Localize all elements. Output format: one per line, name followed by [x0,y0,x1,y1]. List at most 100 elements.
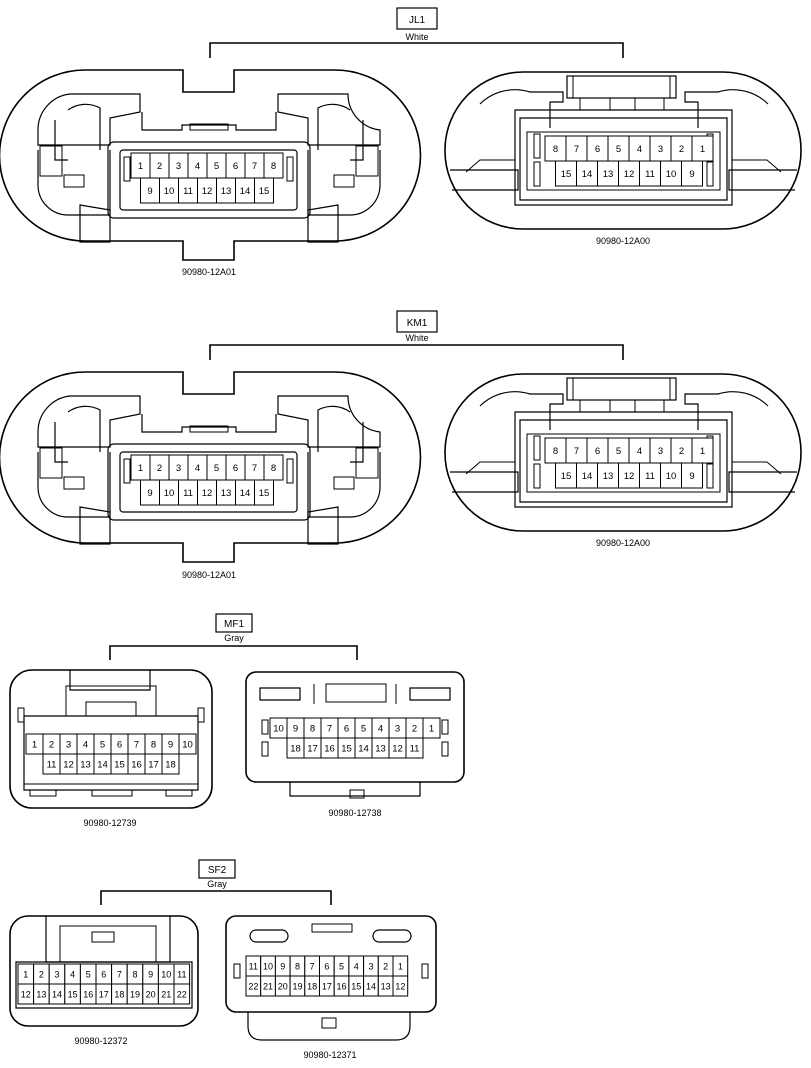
part-number: 90980-12A01 [182,570,236,580]
pin-number: 22 [248,982,258,992]
pin-number: 1 [429,724,434,735]
pin-number: 9 [689,471,694,482]
pin-number: 10 [164,186,175,197]
pin-number: 3 [54,970,59,980]
pin-number: 6 [117,740,122,751]
pin-number: 13 [603,471,614,482]
pin-number: 11 [645,169,655,180]
pin-number: 15 [351,982,361,992]
pin-cell [681,462,703,489]
pin-number: 4 [378,724,383,735]
pin-number: 1 [32,740,37,751]
pin-number: 15 [68,990,78,1000]
pin-number: 16 [324,744,335,755]
connector-code-box [198,859,236,879]
pin-number: 11 [410,744,420,755]
connector-color: White [405,333,428,343]
pin-number: 11 [177,970,186,980]
group-bracket [209,344,624,360]
pin-number: 16 [83,990,93,1000]
connector-housing [9,915,199,1027]
pin-number: 11 [47,760,57,771]
pin-number: 13 [221,488,232,499]
pin-number: 19 [130,990,140,1000]
pin-number: 20 [278,982,288,992]
pin-number: 3 [176,463,181,474]
pin-number: 7 [252,463,257,474]
pin-number: 3 [395,724,400,735]
pin-number: 18 [307,982,317,992]
pin-number: 5 [100,740,105,751]
pin-number: 21 [263,982,273,992]
pin-number: 12 [63,760,74,771]
pin-number: 7 [252,161,257,172]
pin-number: 12 [395,982,405,992]
pin-number: 9 [147,488,152,499]
pin-number: 10 [666,169,677,180]
pin-number: 21 [161,990,171,1000]
pin-number: 4 [195,463,200,474]
pin-number: 15 [114,760,125,771]
pin-number: 10 [164,488,175,499]
pin-number: 10 [161,970,171,980]
pin-number: 10 [273,724,284,735]
pin-number: 14 [582,471,593,482]
pin-cell [178,733,197,755]
pin-number: 14 [366,982,376,992]
pin-number: 6 [344,724,349,735]
pin-number: 16 [131,760,142,771]
pin-number: 14 [52,990,62,1000]
pin-number: 13 [80,760,91,771]
pin-number: 2 [49,740,54,751]
pin-number: 12 [202,186,213,197]
pin-number: 8 [295,962,300,972]
connector-housing [225,915,437,1041]
pin-number: 10 [263,962,273,972]
connector-code-box [396,310,438,333]
pin-number: 1 [138,463,143,474]
pin-number: 14 [240,488,251,499]
pin-number: 15 [561,169,572,180]
pin-number: 2 [39,970,44,980]
pin-number: 6 [324,962,329,972]
pin-number: 5 [86,970,91,980]
connector-code: SF2 [208,865,227,876]
pin-cell [161,753,180,775]
pin-number: 6 [101,970,106,980]
connector-code-box [215,613,253,633]
group-bracket [100,890,332,905]
pin-number: 3 [658,144,663,155]
pin-number: 15 [341,744,352,755]
group-bracket [109,645,358,660]
pin-number: 11 [249,962,258,972]
pin-number: 13 [221,186,232,197]
pin-number: 7 [117,970,122,980]
pin-number: 10 [666,471,677,482]
part-number: 90980-12738 [328,808,381,818]
pin-number: 7 [134,740,139,751]
connector-housing [0,371,422,563]
pin-number: 8 [553,144,558,155]
connector-color: White [405,32,428,42]
pin-number: 9 [147,186,152,197]
pin-number: 3 [368,962,373,972]
pin-number: 2 [412,724,417,735]
pin-number: 14 [97,760,108,771]
pin-number: 2 [679,144,684,155]
pin-cell [254,177,274,204]
pin-number: 20 [146,990,156,1000]
pin-number: 12 [392,744,403,755]
pin-number: 12 [202,488,213,499]
connector-housing [245,671,465,799]
connector-code-box [396,7,438,30]
pin-number: 17 [322,982,332,992]
pin-number: 11 [183,186,193,197]
pin-number: 5 [616,144,621,155]
